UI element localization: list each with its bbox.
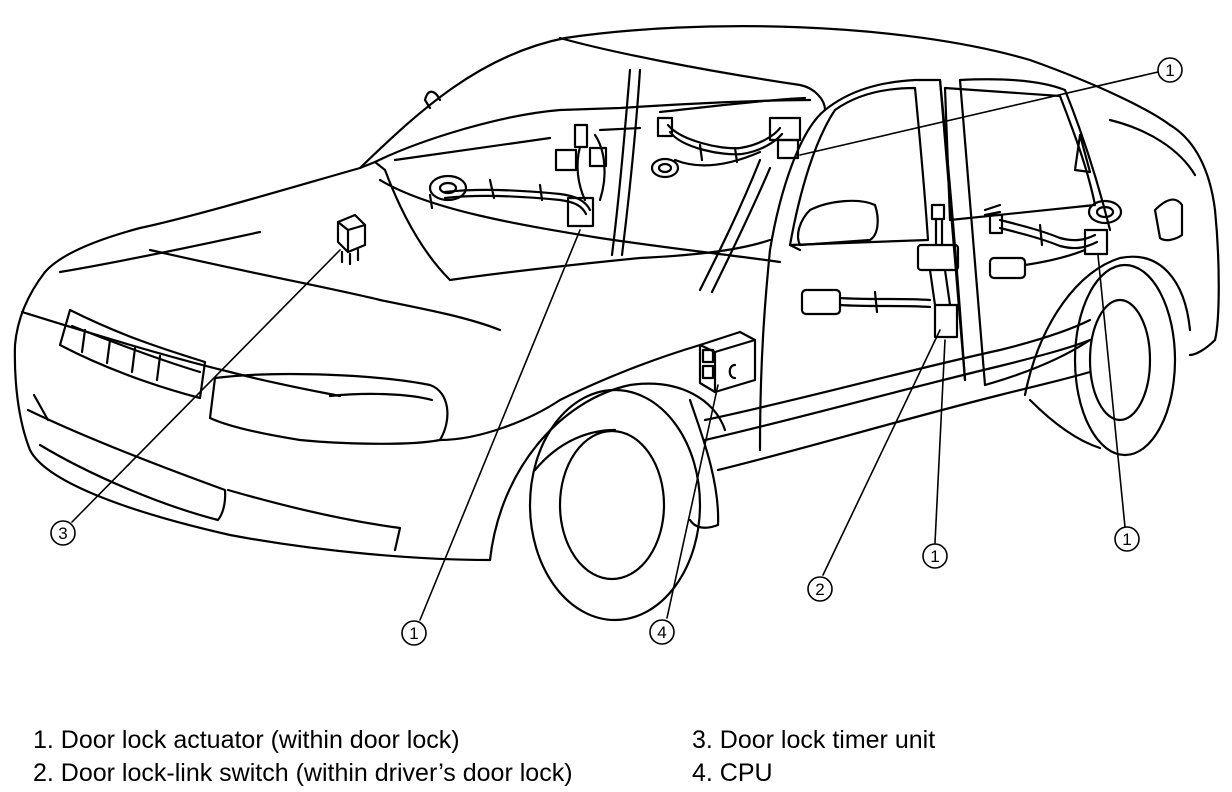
callout-c2: 2 — [807, 576, 833, 602]
callout-c1-bottom-mid: 1 — [922, 543, 948, 569]
wiring-harness-front-left — [428, 123, 608, 228]
callout-c1-bottom-left: 1 — [401, 620, 427, 646]
timer-unit-component — [336, 213, 367, 266]
car-door-lock-diagram: 1 1 1 1 2 3 4 — [13, 25, 1220, 646]
legend-item-2: 2. Door lock-link switch (within driver’… — [33, 759, 573, 787]
leader-lines — [71, 71, 1159, 621]
callout-number: 2 — [815, 580, 824, 599]
wiring-harness-front-right — [650, 116, 802, 179]
legend-item-4: 4. CPU — [692, 759, 773, 787]
legend-item-1: 1. Door lock actuator (within door lock) — [33, 726, 460, 754]
callout-c3: 3 — [50, 520, 76, 546]
callout-c4: 4 — [649, 619, 675, 645]
callout-c1-bottom-right: 1 — [1114, 526, 1140, 552]
callout-number: 4 — [657, 623, 666, 642]
callout-number: 1 — [1165, 61, 1174, 80]
callout-number: 1 — [1122, 530, 1131, 549]
wiring-harness-front-door — [800, 203, 1002, 339]
callout-number: 3 — [58, 524, 67, 543]
legend-item-3: 3. Door lock timer unit — [692, 726, 936, 754]
callout-number: 1 — [409, 624, 418, 643]
wiring-harness-rear-door — [988, 199, 1123, 280]
cpu-component — [698, 330, 757, 394]
callout-c1-top: 1 — [1157, 57, 1183, 83]
callout-number: 1 — [930, 547, 939, 566]
car-body — [13, 25, 1220, 622]
